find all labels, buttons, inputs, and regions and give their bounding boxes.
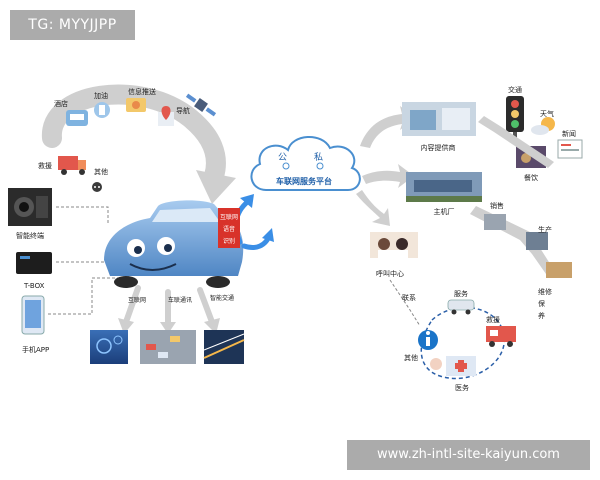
car-network-image [140,330,196,364]
other-service-label: 其他 [404,353,418,362]
phone-device [21,295,45,335]
sales-image [484,214,506,230]
voice-line-2: 语音 [223,225,235,233]
tbox-device [16,252,52,274]
right-top-connectors [478,116,554,168]
maintenance-label-3: 养 [538,311,545,320]
info-icon [418,330,438,350]
traffic-light-icon [506,96,524,142]
call-center-label: 呼叫中心 [376,269,404,278]
cloud-public-label: 公 [278,152,287,163]
sync-arrowhead-a [240,194,254,208]
car-network-output-label: 车联通讯 [168,296,192,304]
service-label: 服务 [454,289,468,298]
dining-label: 餐饮 [524,173,538,182]
cloud-platform [250,135,361,191]
hotel-icon [66,110,88,126]
production-image [526,232,548,250]
output-arrowhead-1 [118,318,134,334]
voice-line-1: 互联网 [220,213,238,221]
content-provider-image [402,102,476,136]
dashcam-device [8,188,52,226]
dashcam-label: 智能终端 [16,231,44,240]
production-label: 生产 [538,225,552,234]
sync-arrowhead-b [262,228,274,242]
maintenance-image [546,262,572,278]
news-icon [557,139,583,159]
call-center-image [370,232,418,258]
smart-traffic-output-label: 智能交通 [210,294,234,302]
info-push-icon [126,98,146,112]
more-dots-icon [92,182,102,192]
hospital-icon [430,356,476,376]
medical-label: 医务 [455,383,469,392]
tbox-label: T-BOX [23,282,45,290]
map-pin-icon [158,106,174,126]
maintenance-label-2: 保 [538,299,545,308]
watermark-website: www.zh-intl-site-kaiyun.com [347,440,590,470]
weather-icon [531,117,555,135]
voice-line-3: 识别 [223,237,235,245]
internet-output-label: 互联网 [128,296,146,304]
watermark-telegram: TG: MYYJJPP [10,10,135,40]
car-illustration [104,200,244,288]
smart-traffic-image [203,330,245,364]
weather-label: 天气 [540,109,554,118]
news-label: 新闻 [562,129,576,138]
hotel-label: 酒店 [54,99,68,108]
call-center-connector [389,279,421,327]
cloud-platform-label: 车联网服务平台 [276,176,332,186]
left-cycle-arrow [42,84,226,186]
other-label: 其他 [94,167,108,176]
fire-truck-icon [486,326,516,347]
satellite-icon [185,93,217,117]
rescue-truck-icon [58,156,86,175]
cloud-private-label: 私 [314,152,323,163]
rescue-service-label: 救援 [486,315,500,324]
oem-label: 主机厂 [434,207,455,216]
content-provider-label: 内容提供商 [421,143,456,152]
voice-recognition-badge [218,208,240,248]
gas-icon [94,102,110,118]
info-push-label: 信息推送 [128,87,156,96]
maintenance-label-1: 维修 [538,287,552,296]
traffic-label: 交通 [508,85,522,94]
sync-arrows [233,197,273,250]
gas-label: 加油 [94,91,108,100]
output-arrows [123,285,215,327]
phone-app-label: 手机APP [22,345,49,354]
sales-label: 销售 [490,201,504,210]
left-cycle-arrowhead [196,170,236,204]
contact-label: 联系 [402,293,416,302]
internet-image [90,330,128,364]
rescue-label: 救援 [38,161,52,170]
oem-factory-image [406,172,482,202]
service-car-icon [447,299,475,315]
output-arrowhead-2 [160,322,176,334]
navigation-label: 导航 [176,106,190,115]
